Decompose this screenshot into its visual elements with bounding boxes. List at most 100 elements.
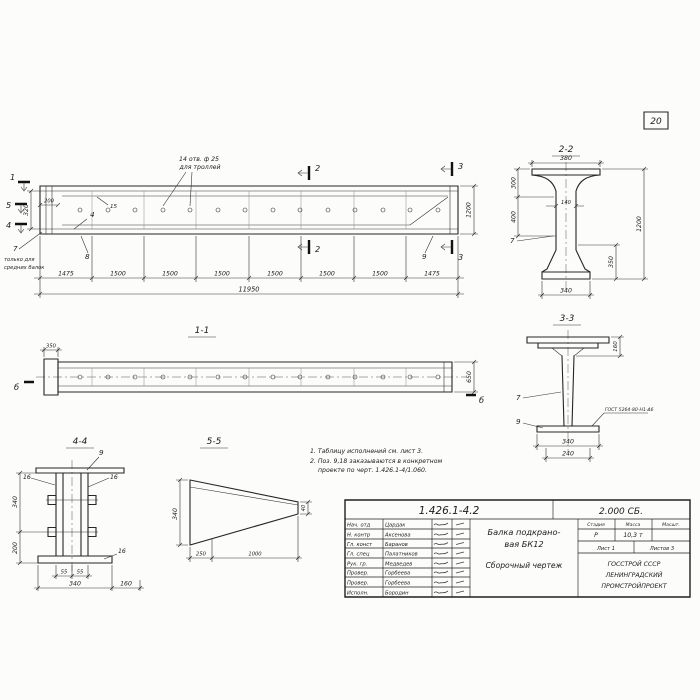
org-line3: ПРОМСТРОЙПРОЕКТ <box>601 581 667 590</box>
row-name: Палатников <box>385 552 418 558</box>
dim-300: 300 <box>511 177 518 189</box>
dim-200-lines <box>37 202 61 208</box>
dim-350: 350 <box>608 256 615 268</box>
dim-380: 380 <box>560 155 572 162</box>
row-role: Гл. спец <box>347 552 370 558</box>
row-role: Н. контр <box>347 533 371 539</box>
end-plate <box>43 358 59 396</box>
col-stage: Стадия <box>587 522 605 528</box>
marker-b-right: б <box>479 395 484 405</box>
page-number-box: 20 <box>643 111 669 130</box>
bolt-nuts <box>47 494 97 538</box>
balloon-9: 9 <box>516 417 521 426</box>
col-scale: Масшт. <box>662 522 680 528</box>
row-role: Гл. конст <box>347 542 373 548</box>
dim-16-bottom: 16 <box>118 548 126 555</box>
row-name: Баранов <box>385 542 408 548</box>
dim-span-1: 1475 <box>58 271 74 278</box>
dim-340-lines <box>176 477 188 548</box>
section-marker-2-top: 2 <box>315 163 320 173</box>
val-mass: 10,3 т <box>623 532 643 539</box>
section-marker-3-bottom: 3 <box>458 252 463 262</box>
web-lines <box>561 355 575 427</box>
row-name: Бородин <box>385 591 409 597</box>
dim-16-top-left: 16 <box>23 474 31 481</box>
dim-140-lines <box>546 203 584 209</box>
dim-240: 240 <box>562 451 574 458</box>
dim-350: 350 <box>46 344 57 350</box>
section-marks: 2 2 3 3 1 5 4 <box>6 161 463 262</box>
dim-40: 40 <box>301 504 307 511</box>
dim-250: 250 <box>196 552 207 558</box>
notes: 1. Таблицу исполнений см. лист 3. 2. Поз… <box>310 447 442 474</box>
beam-plan-outline <box>57 361 453 393</box>
elevation-view: 14 отв. ф 25 для троллей 320 200 15 1200… <box>4 156 478 298</box>
dim-160: 160 <box>613 341 619 352</box>
dim-bottom-lines <box>34 565 144 591</box>
marker-b-left: б <box>14 382 19 392</box>
title-block: 1.426.1-4.2 2.000 СБ. Балка подкрано- ва… <box>344 499 691 598</box>
dim-55-lines <box>52 565 92 579</box>
section-5-5-title: 5-5 <box>207 437 222 447</box>
dim-160-lines <box>576 334 624 359</box>
left-cut-arrows <box>17 182 28 234</box>
dim-1200: 1200 <box>466 202 473 218</box>
dim-15-leader <box>96 196 109 206</box>
signature-mark <box>433 561 465 565</box>
page-number: 20 <box>650 117 662 127</box>
wedge-inner-line <box>189 486 299 506</box>
leaders <box>30 456 118 560</box>
balloon-leaders <box>522 391 562 429</box>
beam-outline <box>39 185 459 235</box>
balloon-4: 4 <box>90 210 95 219</box>
dim-380-lines <box>528 160 604 167</box>
signature-mark <box>433 522 465 526</box>
balloon-7: 7 <box>516 393 521 402</box>
b-cut-marks <box>24 380 476 397</box>
wedge-outline <box>189 479 299 546</box>
dim-650: 650 <box>466 371 473 383</box>
dim-55-a: 55 <box>61 570 68 576</box>
title-block-grid <box>345 500 690 597</box>
balloon-leaders <box>18 218 434 254</box>
page-number-frame <box>643 111 669 130</box>
dim-160: 160 <box>120 581 132 588</box>
section-3-3: 3-3 160 340 240 7 9 ГОСТ 5264-80-Н1-Δ6 <box>516 314 654 462</box>
dim-span-2: 1500 <box>110 271 126 278</box>
dim-1200-lines <box>592 166 648 282</box>
position-balloons: 4 8 9 7 только для средних балок <box>4 210 434 271</box>
balloon-7: 7 <box>13 244 18 253</box>
balloon-7-leader <box>516 235 554 242</box>
dim-15: 15 <box>110 204 118 210</box>
dim-400: 400 <box>511 211 518 223</box>
row-role: Нач. отд <box>347 523 371 529</box>
row-role: Рук. гр. <box>347 562 367 568</box>
dim-span-8: 1475 <box>424 271 440 278</box>
dim-1000: 1000 <box>248 552 262 558</box>
dim-320: 320 <box>23 204 30 216</box>
note-2: 2. Поз. 9,18 заказываются в конкретном <box>310 458 442 465</box>
org-line1: ГОССТРОЙ СССР <box>608 559 661 568</box>
doc-code: 2.000 СБ. <box>599 507 643 517</box>
dim-span-7: 1500 <box>372 271 388 278</box>
dim-340: 340 <box>562 439 574 446</box>
row-name: Горбеева <box>385 571 410 577</box>
col-mass: Масса <box>626 522 641 528</box>
section-1-1: 1-1 350 650 б б <box>14 326 484 405</box>
row-role: Провер. <box>347 581 369 587</box>
dim-320-lines <box>27 188 40 232</box>
signature-mark <box>433 542 465 546</box>
drawing-title-line2: вая БК12 <box>504 539 543 549</box>
holes-callout-line1: 14 отв. ф 25 <box>179 156 219 163</box>
dim-140: 140 <box>561 200 572 206</box>
dim-bottom-lines <box>533 434 603 462</box>
section-4-4-title: 4-4 <box>73 437 88 447</box>
signature-rows: Нач. отд Цардак Н. контр Аксенова Гл. ко… <box>347 522 465 597</box>
dim-16-top-right: 16 <box>110 474 118 481</box>
callout-leader <box>162 171 193 207</box>
dim-left-lines <box>16 470 56 566</box>
top-flange <box>526 336 610 344</box>
top-plate <box>35 467 125 474</box>
